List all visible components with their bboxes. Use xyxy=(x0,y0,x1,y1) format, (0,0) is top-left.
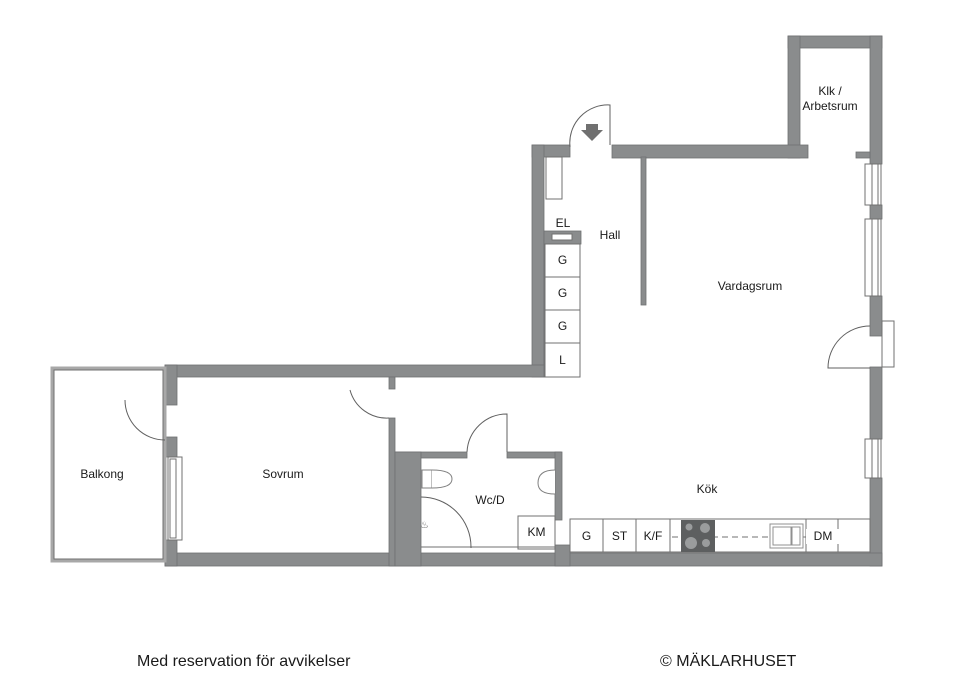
walls xyxy=(164,35,883,567)
room-label-balkong: Balkong xyxy=(80,467,124,481)
copyright-text: © MÄKLARHUSET xyxy=(660,653,797,670)
wardrobe-3: G xyxy=(557,319,568,333)
kitchen-g: G xyxy=(581,529,592,543)
kitchen-kf: K/F xyxy=(643,529,663,543)
toilet-icon xyxy=(421,469,453,489)
linen-cupboard: L xyxy=(559,353,566,367)
kitchen-dm: DM xyxy=(806,529,840,544)
stove-icon xyxy=(681,520,715,552)
wardrobe-1: G xyxy=(557,253,568,267)
kitchen-st: ST xyxy=(611,529,628,543)
room-label-wcd: Wc/D xyxy=(475,493,505,507)
washbasin-icon xyxy=(537,469,556,495)
disclaimer-text: Med reservation för avvikelser xyxy=(137,653,351,670)
room-label-sovrum: Sovrum xyxy=(262,467,304,481)
shower-icon: ♨ xyxy=(420,520,429,531)
fixture-km: KM xyxy=(527,525,546,539)
fixture-el: EL xyxy=(555,216,571,230)
room-label-hall: Hall xyxy=(599,228,621,242)
room-label-vardagsrum: Vardagsrum xyxy=(717,279,783,293)
wardrobe-2: G xyxy=(557,286,568,300)
room-label-klk-line2: Arbetsrum xyxy=(802,99,858,113)
sink-icon xyxy=(769,523,804,549)
room-label-klk-line1: Klk / xyxy=(818,84,842,98)
room-label-klk: Klk / Arbetsrum xyxy=(790,84,870,114)
entrance-arrow-icon xyxy=(581,124,603,141)
room-label-kok: Kök xyxy=(696,482,718,496)
doors xyxy=(124,104,871,548)
